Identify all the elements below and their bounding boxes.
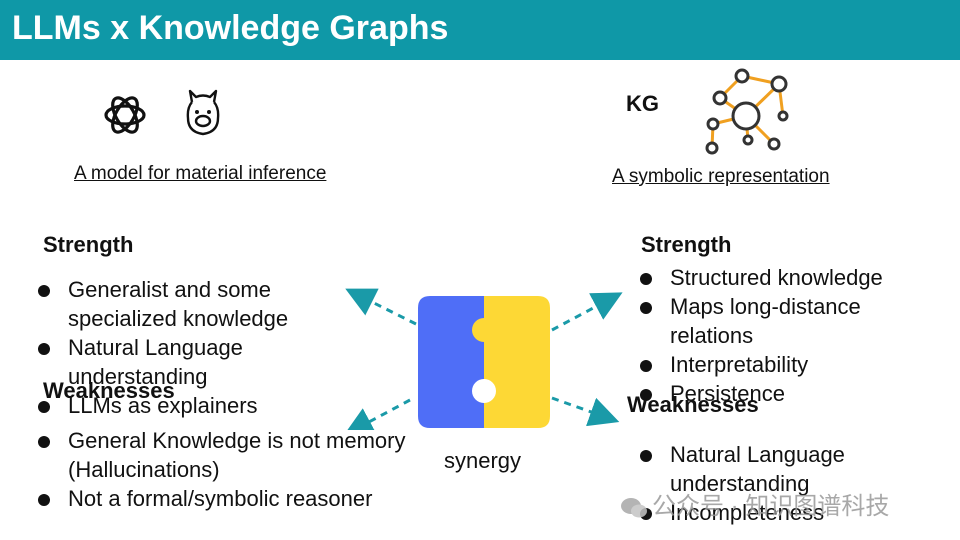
kg-weaknesses-list: Natural Language understanding Incomplet… [638, 440, 898, 527]
list-item: Persistence [638, 379, 918, 408]
llm-weaknesses-list: General Knowledge is not memory (Halluci… [36, 426, 456, 513]
openai-logo-icon [104, 96, 146, 134]
wechat-icon [621, 497, 647, 518]
list-item: Structured knowledge [638, 263, 918, 292]
synergy-diagram [343, 288, 623, 430]
watermark-text: 公众号 · 知识图谱科技 [652, 493, 890, 520]
kg-label: KG [626, 91, 659, 116]
list-item: General Knowledge is not memory (Halluci… [36, 426, 456, 484]
page-title: LLMs x Knowledge Graphs [12, 9, 449, 47]
kg-strength-list: Structured knowledge Maps long-distance … [638, 263, 918, 408]
watermark: 公众号 · 知识图谱科技 [620, 486, 889, 521]
synergy-label: synergy [444, 448, 522, 473]
list-item: Maps long-distance relations [638, 292, 918, 350]
list-item: Natural Language understanding [638, 440, 898, 498]
list-item: Natural Language understanding [36, 333, 336, 391]
title-bar: LLMs x Knowledge Graphs [0, 0, 960, 60]
list-item: Incompleteness [638, 498, 898, 527]
llm-weaknesses-heading: Weaknesses [43, 378, 175, 403]
kg-caption: A symbolic representation [612, 166, 830, 187]
llm-caption: A model for material inference [74, 163, 327, 184]
puzzle-icon [418, 296, 550, 428]
knowledge-graph-icon [705, 68, 789, 155]
list-item: LLMs as explainers [36, 391, 336, 420]
arrow-icon [343, 288, 623, 430]
kg-weaknesses-heading: Weaknesses [627, 392, 759, 417]
llama-logo-icon [186, 89, 220, 136]
list-item: Generalist and some specialized knowledg… [36, 275, 336, 333]
list-item: Interpretability [638, 350, 918, 379]
llm-strength-heading: Strength [43, 232, 134, 257]
kg-strength-heading: Strength [641, 232, 732, 257]
llm-strength-list: Generalist and some specialized knowledg… [36, 275, 336, 420]
list-item: Not a formal/symbolic reasoner [36, 484, 456, 513]
